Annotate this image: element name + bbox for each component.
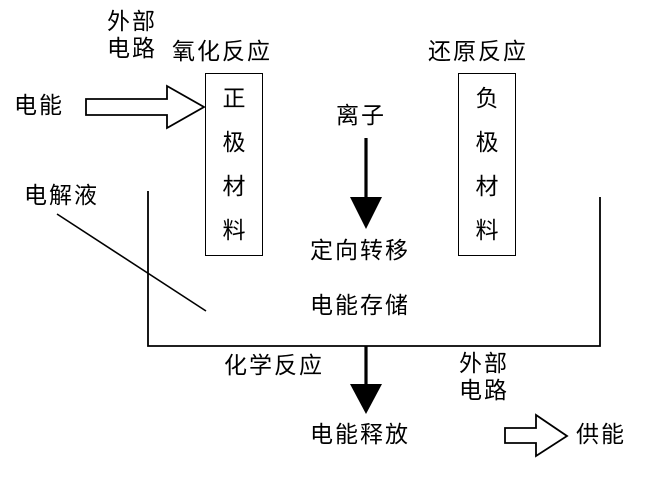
label-reduction-reaction: 还原反应 (428, 39, 528, 64)
label-external-circuit-top-line1: 外部 (107, 9, 157, 34)
negative-electrode-box: 负极材料 (458, 73, 516, 256)
label-electrolyte: 电解液 (24, 183, 99, 208)
label-negative-electrode-material: 负极材料 (475, 85, 499, 243)
electrolyte-pointer-line (56, 213, 207, 312)
label-ion: 离子 (336, 103, 386, 128)
positive-electrode-box: 正极材料 (205, 73, 263, 256)
energy-release-arrow-icon (350, 384, 382, 414)
ion-transfer-arrow-icon (350, 197, 382, 229)
label-external-circuit-top: 外部 电路 (94, 8, 170, 62)
energy-input-arrow-icon (85, 84, 206, 130)
label-external-circuit-bottom-line1: 外部 (459, 351, 509, 376)
label-energy-supply: 供能 (576, 422, 626, 447)
label-external-circuit-bottom-line2: 电路 (459, 378, 509, 403)
label-chemical-reaction: 化学反应 (224, 353, 324, 378)
label-external-circuit-bottom: 外部 电路 (452, 350, 516, 404)
cell-container-line (147, 191, 601, 347)
label-energy-storage: 电能存储 (310, 293, 410, 318)
label-positive-electrode-material: 正极材料 (222, 85, 246, 243)
energy-output-arrow-icon (504, 413, 569, 458)
label-oxidation-reaction: 氧化反应 (172, 39, 272, 64)
label-electric-energy: 电能 (14, 93, 64, 118)
label-energy-release: 电能释放 (310, 422, 410, 447)
label-external-circuit-top-line2: 电路 (107, 36, 157, 61)
label-directional-transfer: 定向转移 (310, 238, 410, 263)
